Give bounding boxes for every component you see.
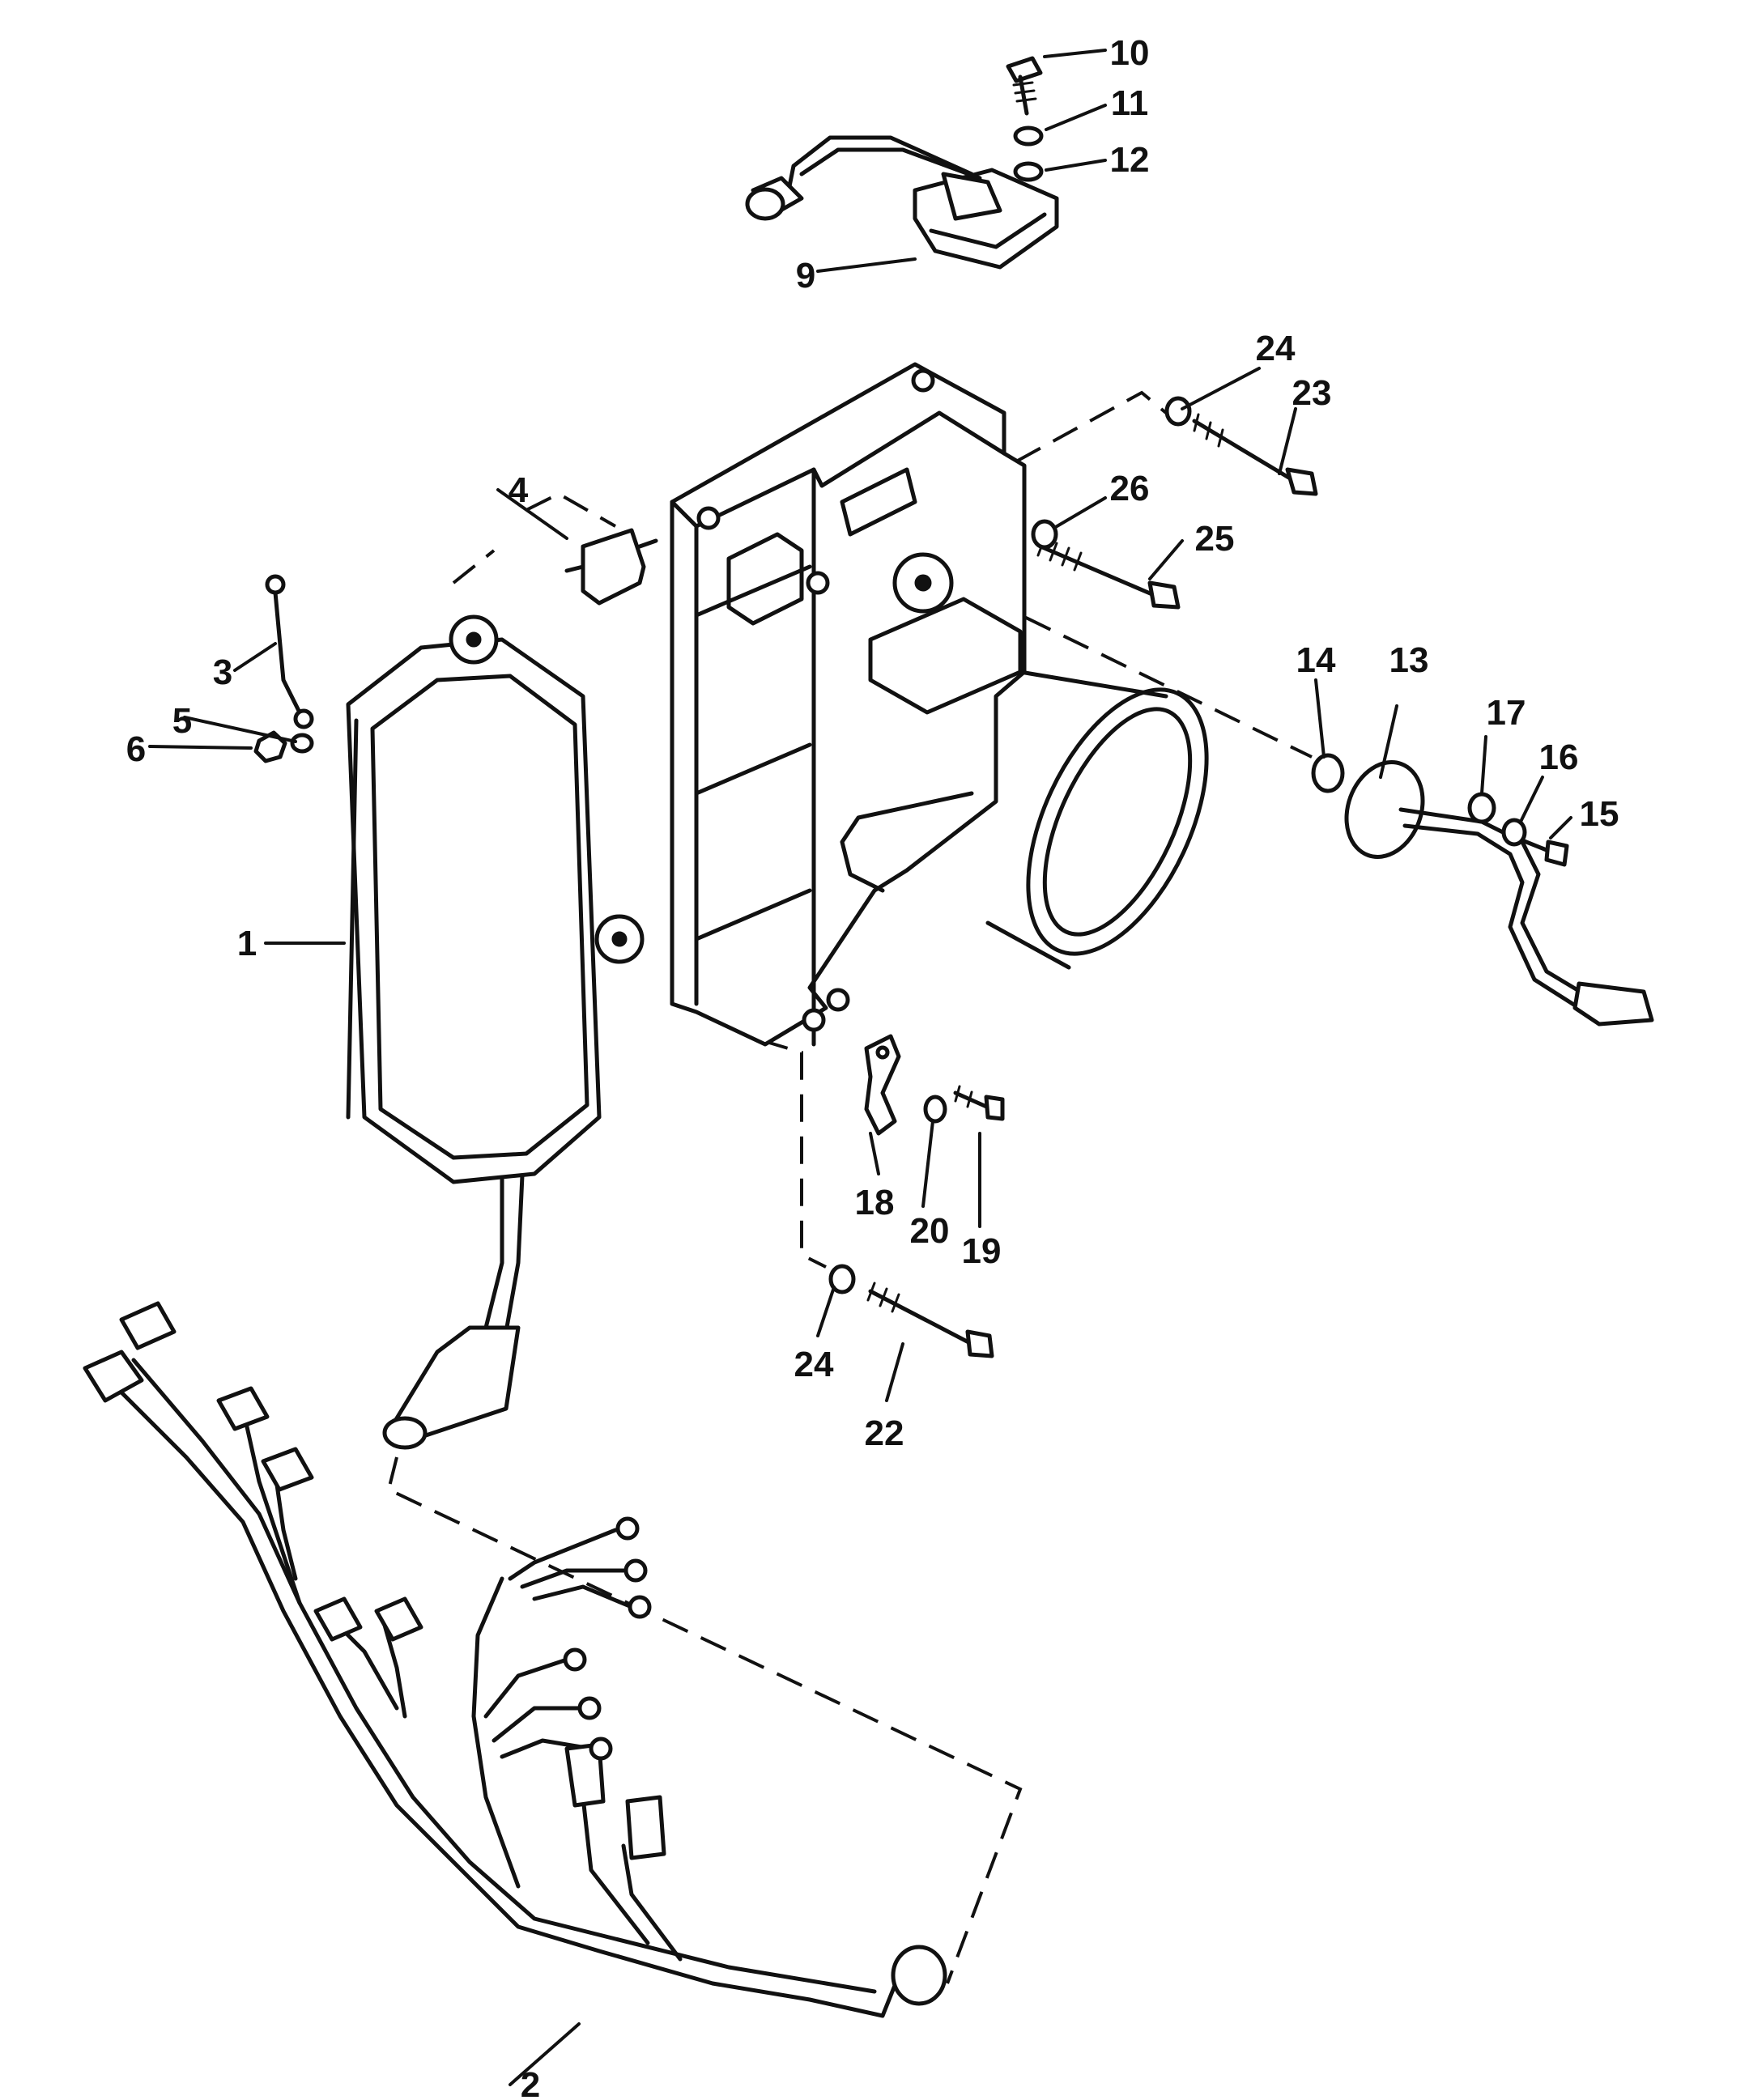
callout-numbers: 1 2 3 4 5 6 9 10 11 12 13 14 15 16 17 18…	[126, 33, 1619, 2100]
washer-24-top	[1164, 396, 1192, 427]
callout-22: 22	[865, 1413, 904, 1453]
callout-14: 14	[1296, 640, 1336, 680]
callout-2: 2	[521, 2065, 540, 2100]
callout-24-bottom: 24	[794, 1345, 834, 1384]
callout-16: 16	[1539, 738, 1579, 777]
callout-19: 19	[962, 1231, 1002, 1271]
nut-6	[253, 730, 287, 763]
sensor-13	[1344, 760, 1654, 1027]
washer-26	[1031, 519, 1058, 550]
control-box	[346, 614, 645, 1450]
callout-3: 3	[213, 653, 232, 692]
washer-17	[1467, 792, 1496, 824]
callout-9: 9	[796, 256, 815, 295]
main-housing	[670, 362, 1209, 1047]
callout-15: 15	[1580, 794, 1619, 834]
callout-23: 23	[1292, 373, 1332, 413]
screw-19	[953, 1085, 1005, 1121]
wiring-harness-2	[83, 1301, 947, 2018]
washer-24-bottom	[828, 1264, 856, 1294]
callout-5: 5	[172, 701, 192, 741]
callout-11: 11	[1111, 83, 1149, 123]
lockwasher-11	[1013, 125, 1044, 147]
callout-1: 1	[237, 924, 257, 963]
washer-12	[1013, 161, 1044, 182]
assembly-dashed-lines	[386, 390, 1313, 1984]
callout-18: 18	[855, 1183, 895, 1222]
sensor-assembly	[745, 135, 1059, 270]
callout-17: 17	[1487, 693, 1526, 733]
leader-lines	[148, 49, 1572, 2086]
callout-10: 10	[1110, 33, 1150, 73]
washer-16	[1501, 818, 1527, 847]
screw-15	[1520, 838, 1569, 867]
bolt-22	[866, 1282, 994, 1358]
callout-13: 13	[1389, 640, 1429, 680]
callout-6: 6	[126, 729, 146, 769]
callout-26: 26	[1110, 469, 1150, 508]
bolt-23	[1192, 413, 1318, 496]
screw-10	[1006, 56, 1043, 116]
washer-5	[290, 733, 314, 754]
clip-18	[864, 1034, 901, 1136]
callout-25: 25	[1195, 519, 1235, 559]
oring-14	[1311, 753, 1345, 793]
stud-mount-4	[564, 528, 658, 606]
callout-24-top: 24	[1256, 329, 1296, 368]
bolt-25	[1036, 537, 1181, 610]
callout-20: 20	[910, 1211, 950, 1251]
ground-strap-3	[265, 574, 314, 729]
callout-4: 4	[509, 470, 529, 510]
callout-12: 12	[1110, 140, 1150, 180]
washer-20	[923, 1095, 947, 1124]
